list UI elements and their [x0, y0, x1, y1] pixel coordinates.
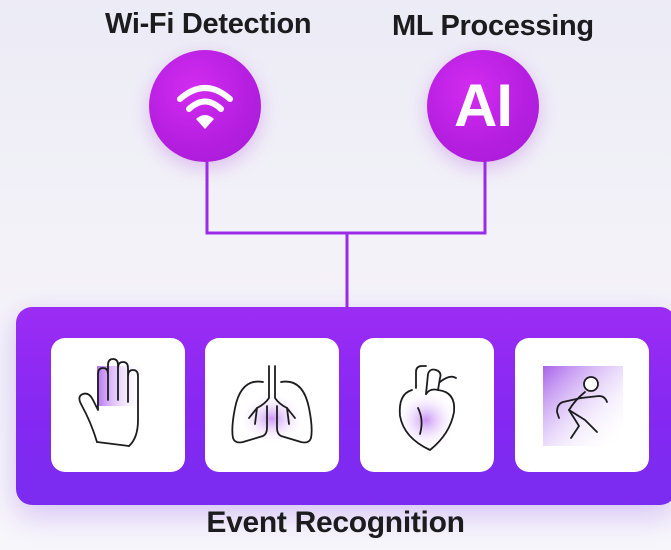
- hand-card: [51, 338, 185, 472]
- ml-connector: [347, 160, 487, 235]
- hand-icon: [78, 358, 145, 447]
- wifi-icon: [177, 85, 233, 129]
- wifi-connector: [205, 160, 347, 235]
- ai-icon: AI: [454, 72, 513, 139]
- heart-card: [360, 338, 494, 472]
- ml-processing-title: ML Processing: [392, 10, 594, 42]
- ml-node: AI: [427, 50, 539, 162]
- wifi-detection-title: Wi-Fi Detection: [105, 8, 312, 40]
- lungs-card: [205, 338, 339, 472]
- heart-icon: [394, 365, 458, 451]
- lungs-icon: [231, 365, 313, 444]
- event-recognition-title: Event Recognition: [206, 506, 465, 539]
- wifi-node: [149, 50, 261, 162]
- falling-person-icon: [543, 366, 623, 446]
- falling-person-card: [515, 338, 649, 472]
